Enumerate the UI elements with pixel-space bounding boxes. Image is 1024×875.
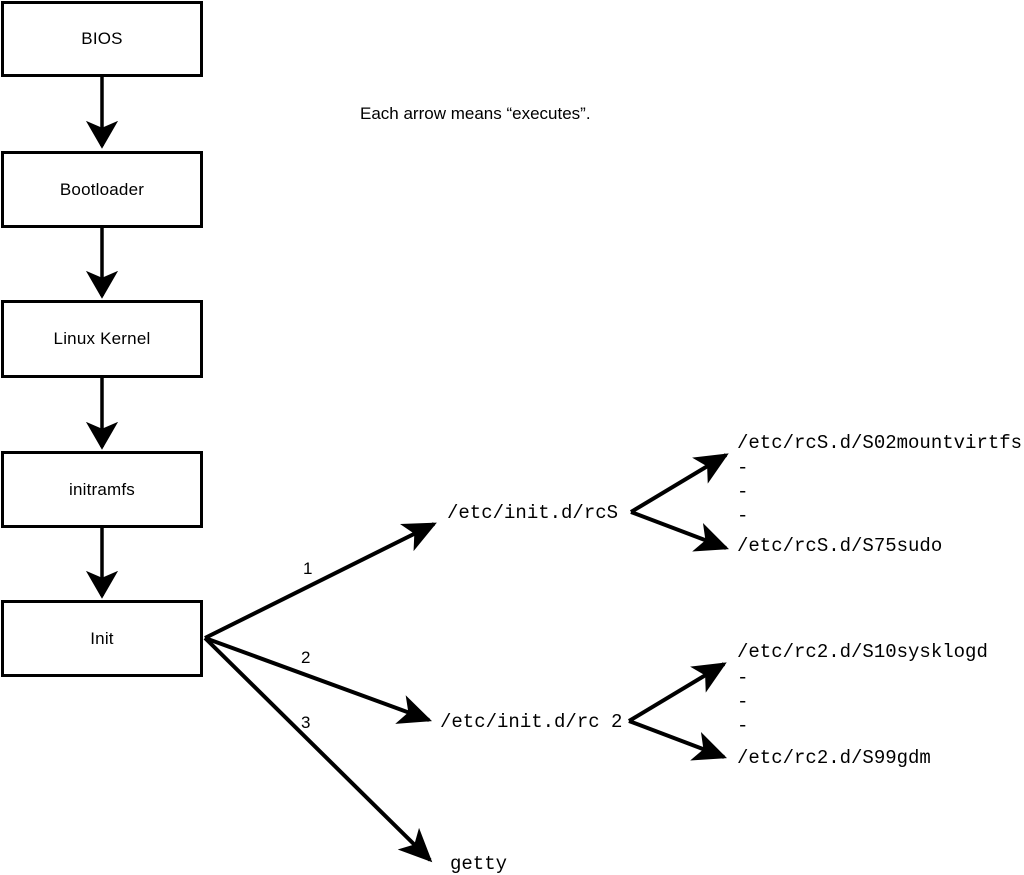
node-init-label: Init bbox=[90, 628, 114, 648]
rcs-script-last[interactable]: /etc/rcS.d/S75sudo bbox=[737, 535, 943, 557]
node-bootloader-label: Bootloader bbox=[59, 179, 145, 199]
rcs-ellipsis-dash-2: - bbox=[737, 481, 749, 503]
rc2-ellipsis-dash-2: - bbox=[737, 691, 749, 713]
node-initramfs[interactable]: initramfs bbox=[1, 451, 203, 528]
node-bootloader[interactable]: Bootloader bbox=[1, 151, 203, 228]
node-linux-kernel-label: Linux Kernel bbox=[53, 329, 151, 348]
rc2-script-last[interactable]: /etc/rc2.d/S99gdm bbox=[737, 747, 931, 769]
rc2-ellipsis-dash-3: - bbox=[737, 715, 749, 737]
node-linux-kernel[interactable]: Linux Kernel bbox=[1, 300, 203, 378]
edge-number-3: 3 bbox=[301, 713, 311, 732]
branch-target-getty[interactable]: getty bbox=[450, 853, 508, 875]
branch-target-rc2[interactable]: /etc/init.d/rc 2 bbox=[440, 711, 623, 733]
rcs-script-first[interactable]: /etc/rcS.d/S02mountvirtfs bbox=[737, 432, 1023, 454]
edge-number-2: 2 bbox=[301, 648, 311, 667]
edge-number-1: 1 bbox=[303, 559, 313, 578]
node-bios[interactable]: BIOS bbox=[1, 1, 203, 77]
node-init[interactable]: Init bbox=[1, 600, 203, 677]
rc2-ellipsis-dash-1: - bbox=[737, 667, 749, 689]
node-bios-label: BIOS bbox=[81, 29, 123, 48]
node-initramfs-label: initramfs bbox=[68, 479, 136, 499]
rc2-script-first[interactable]: /etc/rc2.d/S10sysklogd bbox=[737, 641, 988, 663]
branch-target-rcs[interactable]: /etc/init.d/rcS bbox=[447, 502, 619, 524]
rcs-ellipsis-dash-1: - bbox=[737, 457, 749, 479]
diagram-caption: Each arrow means “executes”. bbox=[360, 104, 591, 123]
rcs-ellipsis-dash-3: - bbox=[737, 505, 749, 527]
